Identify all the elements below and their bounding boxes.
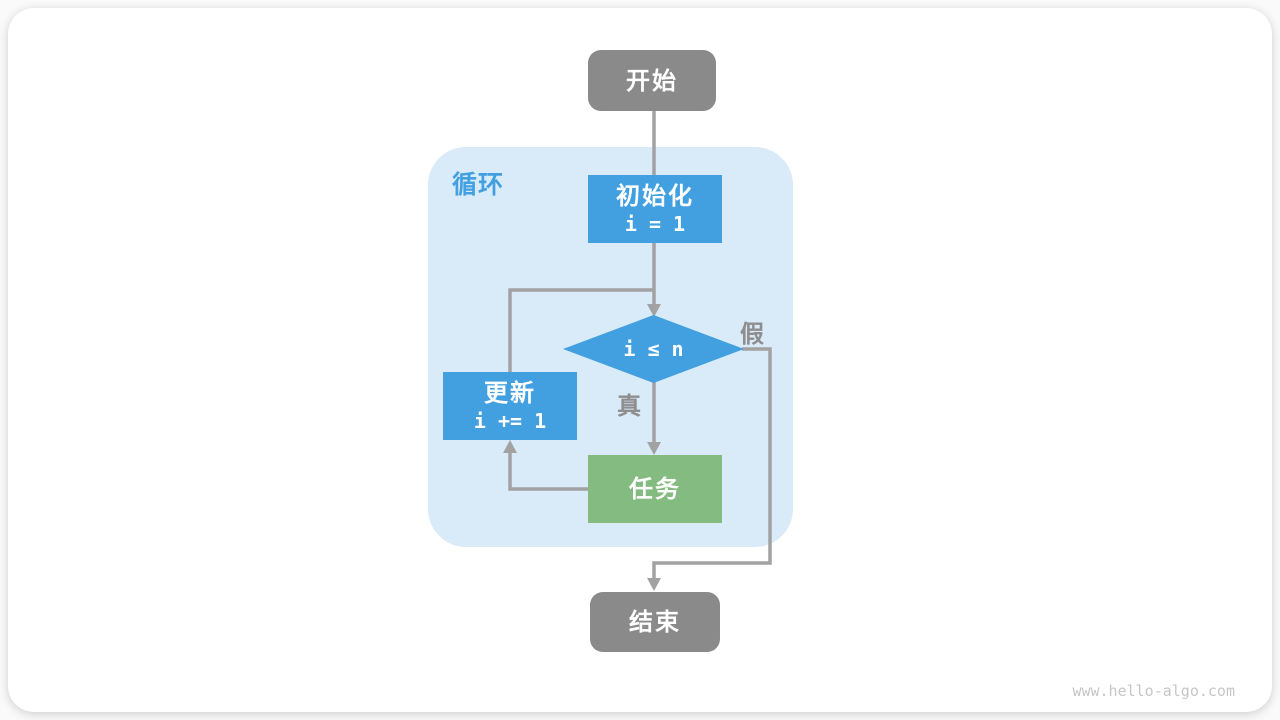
condition-node-code: i ≤ n bbox=[623, 337, 684, 361]
update-node: 更新 i += 1 bbox=[443, 372, 577, 440]
arrowhead-into-update bbox=[503, 440, 517, 453]
edge-label-true: 真 bbox=[617, 392, 641, 420]
end-node: 结束 bbox=[590, 592, 720, 652]
watermark-text: www.hello-algo.com bbox=[1072, 682, 1235, 700]
connector-task-to-update bbox=[508, 452, 588, 491]
edge-label-false: 假 bbox=[740, 320, 764, 348]
arrowhead-into-task bbox=[647, 442, 661, 455]
end-node-label: 结束 bbox=[629, 608, 681, 636]
start-node-label: 开始 bbox=[626, 66, 678, 95]
arrowhead-into-condition bbox=[647, 304, 661, 317]
connector-update-to-junction bbox=[508, 288, 654, 373]
init-node: 初始化 i = 1 bbox=[588, 175, 722, 243]
loop-label: 循环 bbox=[452, 170, 505, 199]
task-node-label: 任务 bbox=[629, 475, 681, 503]
connector-condition-false-to-end bbox=[652, 347, 772, 579]
init-node-title: 初始化 bbox=[616, 182, 694, 210]
init-node-code: i = 1 bbox=[624, 212, 686, 236]
update-node-code: i += 1 bbox=[473, 409, 547, 433]
start-node: 开始 bbox=[588, 50, 716, 111]
arrowhead-into-end bbox=[647, 578, 661, 591]
update-node-title: 更新 bbox=[484, 379, 536, 407]
task-node: 任务 bbox=[588, 455, 722, 523]
